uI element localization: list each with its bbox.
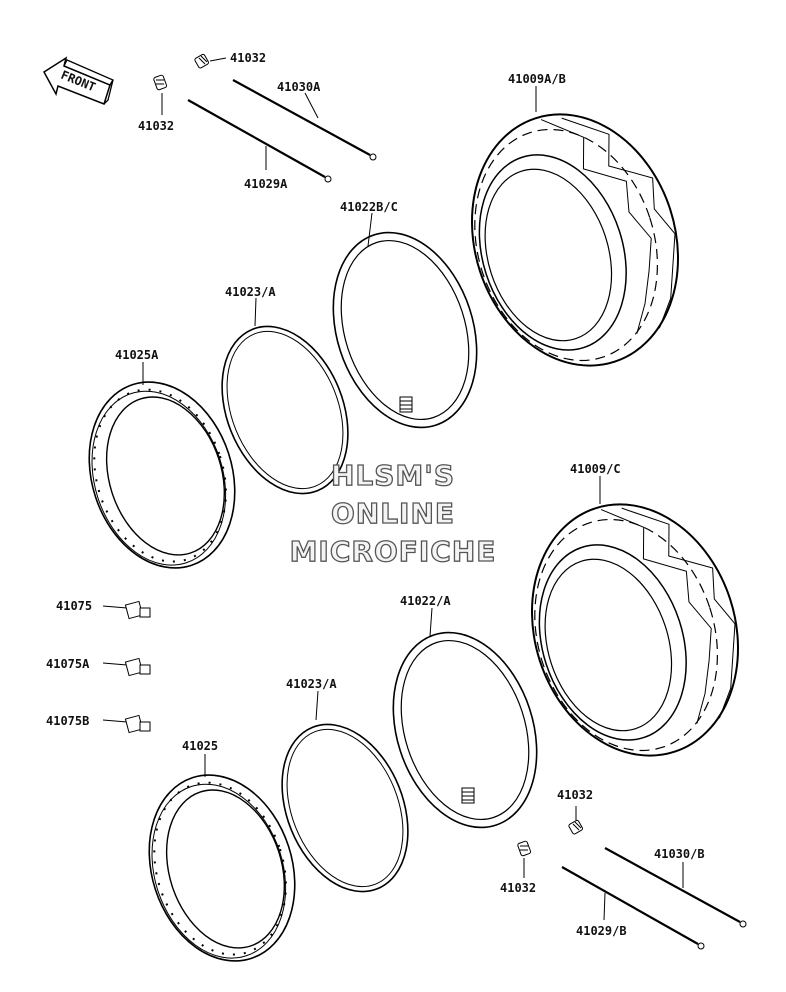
watermark-line3: MICROFICHE — [290, 535, 497, 568]
valve-cap-bottom-left[interactable] — [517, 840, 532, 878]
spoke-41029B[interactable] — [561, 866, 705, 950]
label-41032-top-left: 41032 — [138, 119, 174, 133]
watermark-line2: ONLINE — [331, 497, 455, 530]
rim-41025A[interactable] — [66, 363, 258, 587]
rim-41025[interactable] — [126, 756, 318, 980]
label-41022BC: 41022B/C — [340, 200, 398, 214]
tube-41022A[interactable] — [369, 614, 560, 846]
label-41025A: 41025A — [115, 348, 159, 362]
label-41030B: 41030/B — [654, 847, 705, 861]
spoke-41030B[interactable] — [604, 847, 747, 928]
watermark: HLSM'S ONLINE MICROFICHE — [289, 458, 497, 568]
label-41032-bottom-right: 41032 — [557, 788, 593, 802]
label-41009AB: 41009A/B — [508, 72, 566, 86]
label-41023A-lower: 41023/A — [286, 677, 337, 691]
front-direction-arrow: FRONT — [43, 56, 114, 105]
label-41030A: 41030A — [277, 80, 321, 94]
spoke-41029A[interactable] — [187, 99, 332, 183]
label-41029B: 41029/B — [576, 924, 627, 938]
tube-valve-upper — [399, 396, 413, 413]
rim-band-41023A-upper[interactable] — [199, 308, 372, 513]
label-41032-bottom-left: 41032 — [500, 881, 536, 895]
label-41023A-upper: 41023/A — [225, 285, 276, 299]
watermark-line1: HLSM'S — [331, 459, 455, 492]
label-41075B: 41075B — [46, 714, 89, 728]
label-41029A: 41029A — [244, 177, 288, 191]
label-41075A: 41075A — [46, 657, 90, 671]
valve-cap-top-right[interactable] — [194, 53, 227, 69]
tube-41022BC[interactable] — [309, 214, 500, 446]
label-41025: 41025 — [182, 739, 218, 753]
weight-41075[interactable] — [102, 600, 151, 620]
valve-cap-bottom-right[interactable] — [568, 806, 583, 835]
weight-41075B[interactable] — [102, 714, 151, 734]
tire-41009C[interactable] — [500, 477, 769, 782]
weight-41075A[interactable] — [102, 657, 151, 677]
label-41075: 41075 — [56, 599, 92, 613]
tire-41009AB[interactable] — [440, 87, 709, 392]
valve-cap-top-left[interactable] — [153, 74, 168, 115]
spoke-41030A[interactable] — [232, 79, 377, 161]
label-41022A: 41022/A — [400, 594, 451, 608]
label-41009C: 41009/C — [570, 462, 621, 476]
rim-band-41023A-lower[interactable] — [259, 706, 432, 911]
tube-valve-lower — [461, 787, 475, 804]
label-41032-top-right: 41032 — [230, 51, 266, 65]
